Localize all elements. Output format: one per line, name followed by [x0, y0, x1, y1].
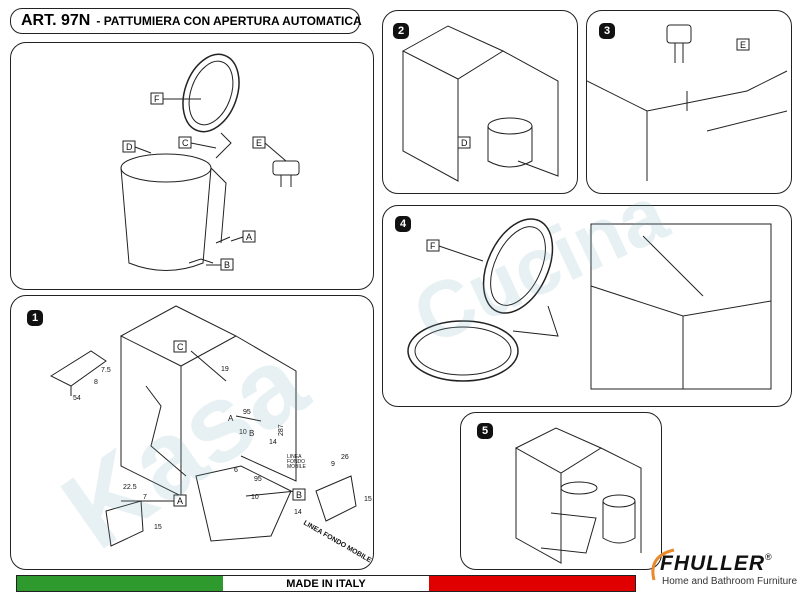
step-4-panel: 4 F: [382, 205, 792, 407]
step-2-drawing: D: [401, 25, 559, 182]
flag-red: [429, 576, 635, 591]
article-code: ART. 97N: [21, 12, 91, 29]
brand-tagline: Home and Bathroom Furniture: [662, 576, 798, 587]
dimension-label: 7.5: [101, 367, 111, 374]
step-4-drawing: F: [407, 218, 772, 390]
step-3-panel: 3 E: [586, 10, 792, 194]
dimension-label: 287: [278, 424, 285, 436]
label-e: E: [256, 138, 262, 148]
step-number-4: 4: [395, 216, 411, 232]
dimension-label: 10: [239, 429, 247, 436]
dimension-label: 14: [269, 439, 277, 446]
product-title: - PATTUMIERA CON APERTURA AUTOMATICA: [96, 14, 362, 28]
label-c: C: [182, 138, 189, 148]
brand-name: FHULLER: [660, 552, 765, 575]
logo-swoosh-icon: [651, 548, 675, 581]
dimension-label: 15: [364, 496, 372, 503]
overview-drawing: F D C E A B: [120, 53, 300, 271]
label-e: E: [740, 40, 746, 50]
dimension-label: A: [228, 414, 234, 423]
step-3-drawing: E: [587, 24, 788, 181]
step-2-panel: 2 D: [382, 10, 578, 194]
step-number-3: 3: [599, 23, 615, 39]
label-c: C: [177, 342, 184, 352]
dimension-label: FONDO: [287, 459, 305, 465]
dimension-label: 9: [331, 461, 335, 468]
label-f: F: [154, 94, 160, 104]
step-number-2: 2: [393, 23, 409, 39]
step-5-panel: 5: [460, 412, 662, 570]
step-number-1: 1: [27, 310, 43, 326]
overview-panel: F D C E A B: [10, 42, 374, 290]
dimension-label: 6: [234, 467, 238, 474]
dimension-label: 95: [254, 476, 262, 483]
label-d: D: [461, 138, 468, 148]
title-box: ART. 97N - PATTUMIERA CON APERTURA AUTOM…: [10, 8, 362, 34]
label-a: A: [246, 232, 252, 242]
linea-fondo-mobile: LINEA FONDO MOBILE: [302, 520, 373, 565]
label-d: D: [126, 142, 133, 152]
fhuller-logo: FHULLER® Home and Bathroom Furniture: [651, 548, 798, 587]
dimension-label: 10: [251, 494, 259, 501]
dimension-label: MOBILE: [287, 464, 307, 470]
flag-green: [17, 576, 223, 591]
dimension-label: LINEA: [287, 454, 302, 460]
dimension-label: 7: [143, 494, 147, 501]
dimension-label: 95: [243, 409, 251, 416]
italian-flag-bar: MADE IN ITALY: [16, 575, 636, 592]
step-number-5: 5: [477, 423, 493, 439]
step-1-drawing: C A B A B 7.5 8 54 19 95 10 14 287 LINEA…: [49, 305, 373, 564]
label-f: F: [430, 241, 436, 251]
step-5-drawing: [514, 427, 642, 564]
dimension-label: B: [249, 429, 254, 438]
label-b: B: [296, 490, 302, 500]
made-in-italy: MADE IN ITALY: [223, 576, 429, 591]
dimension-label: 15: [154, 524, 162, 531]
label-a: A: [177, 496, 183, 506]
dimension-label: 26: [341, 454, 349, 461]
dimension-label: 22.5: [123, 484, 137, 491]
dimensions: 7.5 8 54 19 95 10 14 287 LINEA FONDO MOB…: [73, 366, 373, 564]
dimension-label: 54: [73, 395, 81, 402]
dimension-label: 14: [294, 509, 302, 516]
dimension-label: 19: [221, 366, 229, 373]
label-b: B: [224, 260, 230, 270]
step-1-panel: 1 C A B A B 7.5 8 54 19 95 10 14 287: [10, 295, 374, 570]
dimension-label: 8: [94, 379, 98, 386]
